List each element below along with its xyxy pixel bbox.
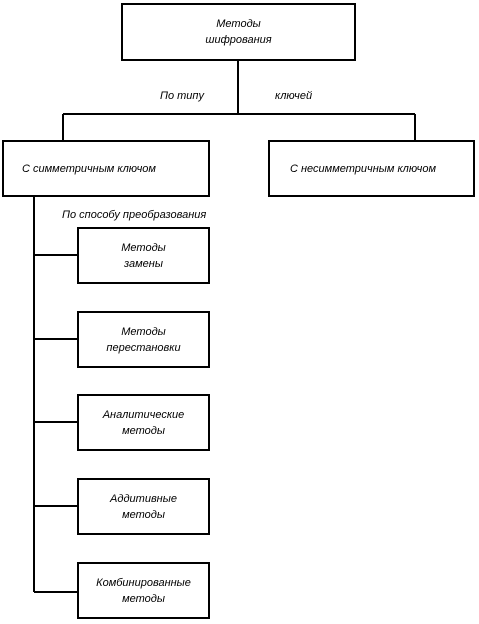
root-node: Методы шифрования	[121, 3, 356, 61]
edge-label-by-transform: По способу преобразования	[62, 209, 207, 221]
method-node-substitution: Методы замены	[77, 227, 210, 284]
asymmetric-key-label: С несимметричным ключом	[290, 162, 436, 175]
symmetric-key-node: С симметричным ключом	[2, 140, 210, 197]
method-node-line2: методы	[122, 508, 165, 521]
root-node-line1: Методы	[216, 18, 261, 30]
method-node-additive: Аддитивные методы	[77, 478, 210, 535]
symmetric-key-label: С симметричным ключом	[22, 162, 156, 175]
edge-label-by-type: По типу	[160, 90, 204, 102]
root-node-line2: шифрования	[205, 34, 272, 46]
method-node-combined: Комбинированные методы	[77, 562, 210, 619]
method-node-line2: методы	[122, 424, 165, 437]
method-node-line1: Аналитические	[102, 408, 185, 421]
method-node-line1: Аддитивные	[110, 492, 177, 505]
edge-label-keys: ключей	[275, 90, 313, 102]
method-node-line2: замены	[124, 257, 163, 270]
method-node-line2: методы	[122, 592, 165, 605]
method-node-line1: Комбинированные	[96, 576, 191, 589]
method-node-line2: перестановки	[106, 341, 181, 354]
method-node-analytical: Аналитические методы	[77, 394, 210, 451]
method-node-line1: Методы	[121, 241, 166, 254]
method-node-permutation: Методы перестановки	[77, 311, 210, 368]
method-node-line1: Методы	[121, 325, 166, 338]
asymmetric-key-node: С несимметричным ключом	[268, 140, 475, 197]
